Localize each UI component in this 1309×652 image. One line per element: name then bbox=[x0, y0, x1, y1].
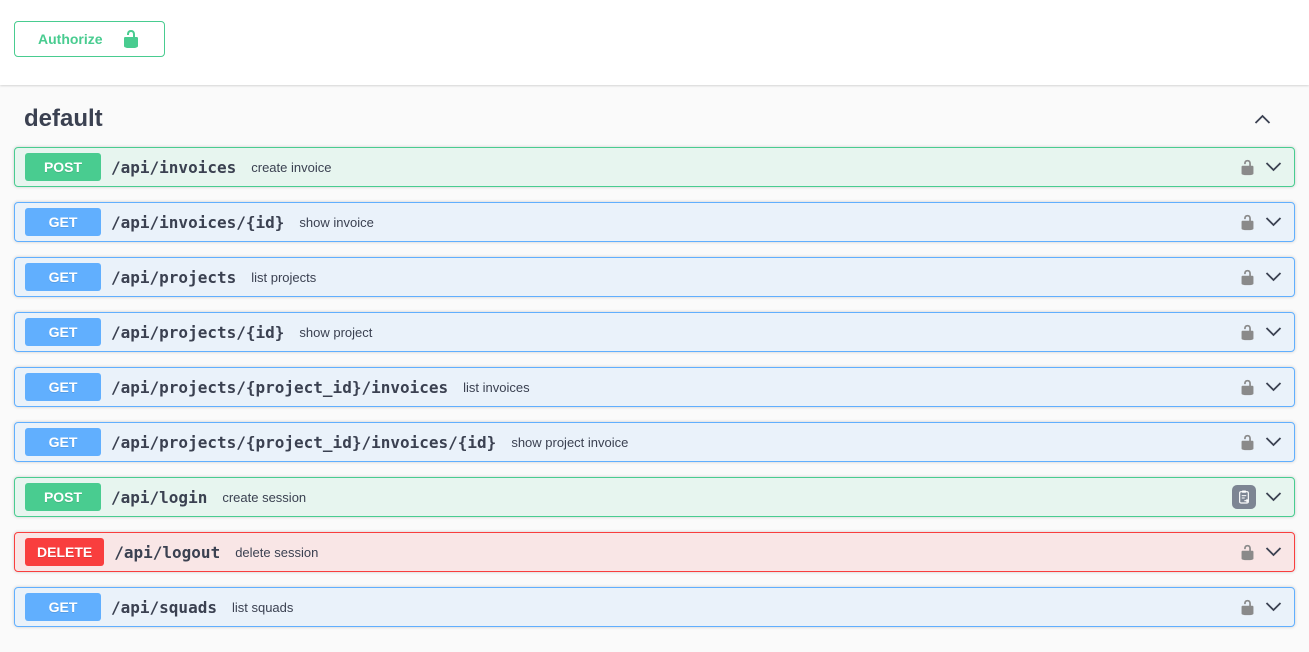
endpoint-description: create session bbox=[222, 489, 307, 505]
chevron-down-icon bbox=[1263, 545, 1284, 559]
unlocked-padlock-icon bbox=[1239, 379, 1256, 396]
endpoint-description: list squads bbox=[231, 599, 294, 615]
endpoint-description: show project bbox=[299, 324, 373, 340]
unlocked-padlock-icon bbox=[1239, 599, 1256, 616]
chevron-down-icon bbox=[1263, 270, 1284, 284]
expand-row-button[interactable] bbox=[1263, 600, 1284, 614]
endpoint-list: POST /api/invoices create invoice bbox=[0, 147, 1309, 627]
chevron-down-icon bbox=[1263, 160, 1284, 174]
endpoint-description: show project invoice bbox=[511, 434, 629, 450]
unlocked-padlock-icon bbox=[1239, 324, 1256, 341]
endpoint-row-7[interactable]: POST /api/login create session bbox=[14, 477, 1295, 517]
auth-lock-button[interactable] bbox=[1239, 599, 1256, 616]
auth-lock-button[interactable] bbox=[1239, 269, 1256, 286]
expand-row-button[interactable] bbox=[1263, 270, 1284, 284]
endpoint-row-9[interactable]: GET /api/squads list squads bbox=[14, 587, 1295, 627]
row-actions bbox=[1239, 324, 1284, 341]
endpoint-description: list invoices bbox=[463, 379, 530, 395]
auth-lock-button[interactable] bbox=[1239, 159, 1256, 176]
row-actions bbox=[1239, 599, 1284, 616]
chevron-down-icon bbox=[1263, 490, 1284, 504]
method-badge: POST bbox=[25, 483, 101, 511]
unlocked-padlock-icon bbox=[1239, 269, 1256, 286]
endpoint-path[interactable]: /api/invoices/{id} bbox=[111, 212, 285, 232]
scheme-container: Authorize bbox=[0, 0, 1309, 85]
row-actions bbox=[1239, 434, 1284, 451]
unlocked-padlock-icon bbox=[1239, 214, 1256, 231]
method-badge: GET bbox=[25, 593, 101, 621]
auth-lock-button[interactable] bbox=[1239, 434, 1256, 451]
chevron-down-icon bbox=[1263, 325, 1284, 339]
endpoint-description: create invoice bbox=[251, 159, 332, 175]
endpoint-description: show invoice bbox=[299, 214, 374, 230]
authorize-button[interactable]: Authorize bbox=[14, 21, 165, 57]
auth-lock-button[interactable] bbox=[1239, 379, 1256, 396]
endpoint-row-3[interactable]: GET /api/projects list projects bbox=[14, 257, 1295, 297]
method-badge: POST bbox=[25, 153, 101, 181]
auth-lock-button[interactable] bbox=[1239, 324, 1256, 341]
endpoint-row-6[interactable]: GET /api/projects/{project_id}/invoices/… bbox=[14, 422, 1295, 462]
section-header[interactable]: default bbox=[0, 85, 1309, 147]
chevron-down-icon bbox=[1263, 435, 1284, 449]
endpoint-path[interactable]: /api/squads bbox=[111, 597, 217, 617]
auth-lock-button[interactable] bbox=[1239, 214, 1256, 231]
method-badge: GET bbox=[25, 373, 101, 401]
endpoint-path[interactable]: /api/projects bbox=[111, 267, 237, 287]
section-title: default bbox=[24, 105, 103, 132]
endpoint-path[interactable]: /api/projects/{project_id}/invoices/{id} bbox=[111, 432, 497, 452]
expand-row-button[interactable] bbox=[1263, 380, 1284, 394]
endpoint-path[interactable]: /api/login bbox=[111, 487, 208, 507]
method-badge: DELETE bbox=[25, 538, 105, 566]
section-default: default POST /api/invoices create invoic… bbox=[0, 85, 1309, 627]
expand-row-button[interactable] bbox=[1263, 325, 1284, 339]
endpoint-path[interactable]: /api/logout bbox=[114, 542, 221, 562]
endpoint-path[interactable]: /api/projects/{id} bbox=[111, 322, 285, 342]
chevron-down-icon bbox=[1263, 215, 1284, 229]
endpoint-row-1[interactable]: POST /api/invoices create invoice bbox=[14, 147, 1295, 187]
endpoint-row-2[interactable]: GET /api/invoices/{id} show invoice bbox=[14, 202, 1295, 242]
row-actions bbox=[1232, 485, 1284, 509]
expand-row-button[interactable] bbox=[1263, 435, 1284, 449]
row-actions bbox=[1239, 544, 1284, 561]
row-actions bbox=[1239, 269, 1284, 286]
endpoint-path[interactable]: /api/projects/{project_id}/invoices bbox=[111, 377, 449, 397]
chevron-down-icon bbox=[1263, 600, 1284, 614]
clipboard-copy-icon bbox=[1236, 489, 1252, 505]
endpoint-row-5[interactable]: GET /api/projects/{project_id}/invoices … bbox=[14, 367, 1295, 407]
endpoint-description: list projects bbox=[251, 269, 317, 285]
unlocked-padlock-icon bbox=[1239, 434, 1256, 451]
endpoint-row-8[interactable]: DELETE /api/logout delete session bbox=[14, 532, 1295, 572]
method-badge: GET bbox=[25, 208, 101, 236]
method-badge: GET bbox=[25, 263, 101, 291]
collapse-section-button[interactable] bbox=[1252, 112, 1273, 126]
row-actions bbox=[1239, 379, 1284, 396]
unlocked-padlock-icon bbox=[1239, 159, 1256, 176]
expand-row-button[interactable] bbox=[1263, 545, 1284, 559]
endpoint-row-4[interactable]: GET /api/projects/{id} show project bbox=[14, 312, 1295, 352]
chevron-down-icon bbox=[1263, 380, 1284, 394]
unlocked-padlock-icon bbox=[121, 29, 141, 49]
method-badge: GET bbox=[25, 428, 101, 456]
row-actions bbox=[1239, 214, 1284, 231]
expand-row-button[interactable] bbox=[1263, 215, 1284, 229]
auth-lock-button[interactable] bbox=[1239, 544, 1256, 561]
expand-row-button[interactable] bbox=[1263, 160, 1284, 174]
unlocked-padlock-icon bbox=[1239, 544, 1256, 561]
method-badge: GET bbox=[25, 318, 101, 346]
chevron-up-icon bbox=[1252, 112, 1273, 126]
expand-row-button[interactable] bbox=[1263, 490, 1284, 504]
row-actions bbox=[1239, 159, 1284, 176]
endpoint-path[interactable]: /api/invoices bbox=[111, 157, 237, 177]
authorize-label: Authorize bbox=[38, 31, 103, 47]
copy-to-clipboard-button[interactable] bbox=[1232, 485, 1256, 509]
endpoint-description: delete session bbox=[235, 544, 319, 560]
